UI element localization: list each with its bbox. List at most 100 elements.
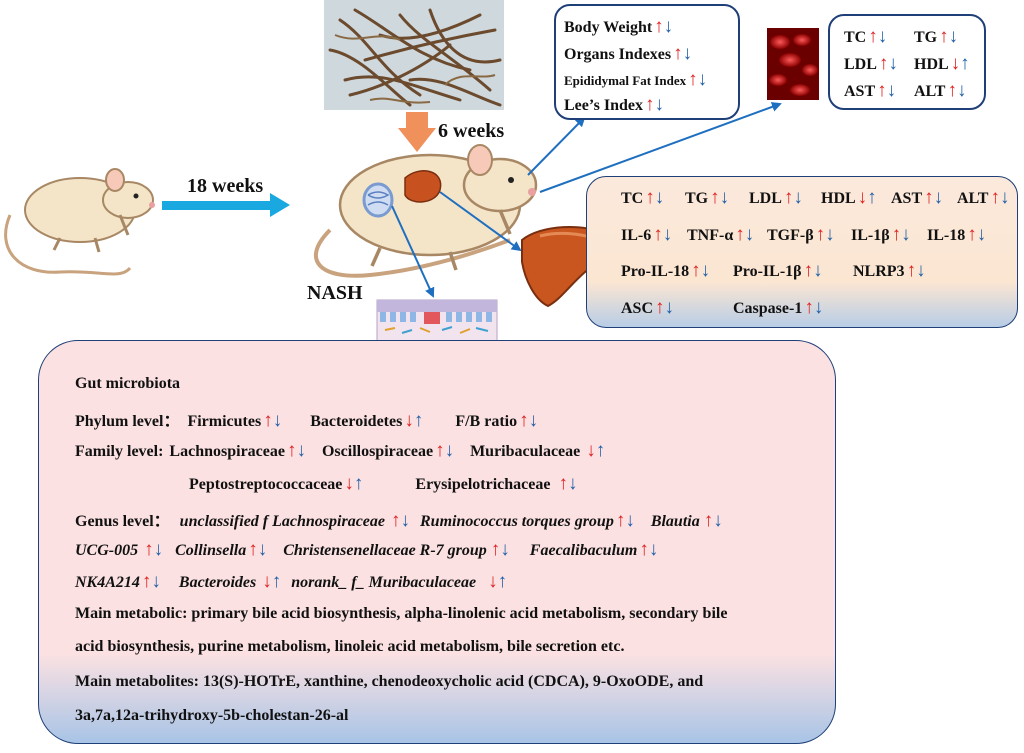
arrow-down-icon: ↓ (500, 539, 509, 560)
arrow-down-icon: ↓ (586, 440, 595, 461)
arrow-down-icon: ↓ (400, 510, 410, 531)
arrow-down-icon: ↓ (654, 94, 663, 115)
indicator-label: ALT (914, 83, 946, 100)
arrow-up-icon: ↑ (519, 410, 528, 431)
weeks6-label: 6 weeks (438, 120, 505, 142)
arrow-down-icon: ↓ (528, 410, 538, 431)
arrow-down-icon: ↓ (296, 440, 305, 461)
arrow-up-icon: ↑ (490, 539, 500, 560)
genus-row-1: Genus level： unclassified f Lachnospirac… (75, 507, 723, 532)
arrow-down-icon: ↓ (151, 571, 160, 592)
arrow-up-icon: ↑ (803, 260, 813, 281)
indicator-label: Lee’s Index (564, 97, 643, 114)
arrow-up-icon: ↑ (353, 473, 363, 494)
arrow-up-icon: ↑ (644, 94, 654, 115)
indicator-label: AST (844, 83, 876, 100)
arrow-down-icon: ↓ (567, 473, 577, 494)
arrow-up-icon: ↑ (868, 26, 877, 47)
family-row-2: Peptostreptococcaceae↓↑ Erysipelotrichac… (189, 473, 577, 495)
arrow-up-icon: ↑ (906, 260, 916, 281)
arrow-down-icon: ↓ (444, 440, 454, 461)
arrow-down-icon: ↓ (713, 510, 722, 531)
arrow-down-icon: ↓ (344, 473, 353, 494)
indicator-label: ALT (957, 190, 989, 207)
indicator-label: Lachnospiraceae (169, 443, 285, 460)
arrow-down-icon: ↓ (404, 410, 413, 431)
indicator-label: F/B ratio (455, 413, 518, 430)
arrow-up-icon: ↑ (654, 16, 663, 37)
arrow-up-icon: ↑ (703, 510, 713, 531)
arrow-up-icon: ↑ (558, 473, 567, 494)
nash-mouse-icon (314, 144, 538, 278)
indicator-label: Christensenellaceae R-7 group (283, 542, 487, 559)
arrow-up-icon: ↑ (960, 53, 969, 74)
arrow-up-icon: ↑ (867, 187, 876, 208)
herb-arrow (398, 112, 436, 152)
indicator-label: UCG-005 (75, 542, 139, 559)
genus-row-3: NK4A214↑↓ Bacteroides↓↑ norank_ f_ Murib… (75, 571, 507, 593)
arrow-down-icon: ↓ (272, 410, 282, 431)
indicator-label: Peptostreptococcaceae (189, 476, 343, 493)
arrow-up-icon: ↑ (735, 224, 744, 245)
indicator-label: Epididymal Fat Index (564, 73, 687, 88)
main-metabolites-line-1: Main metabolites: 13(S)-HOTrE, xanthine,… (75, 673, 704, 690)
mouse-icon (4, 168, 155, 276)
indicator-label: Bacteroides (178, 574, 257, 591)
indicator-label: Body Weight (564, 19, 653, 36)
arrow-up-icon: ↑ (141, 571, 151, 592)
indicator-label: IL-18 (927, 227, 966, 244)
arrow-up-icon: ↑ (877, 80, 886, 101)
indicator-label: Organs Indexes (564, 46, 672, 63)
indicator-label: Ruminococcus torques group (420, 513, 614, 530)
arrow-up-icon: ↑ (990, 187, 999, 208)
marker-item: IL-1β↑↓ (851, 224, 911, 246)
indicator-label: TGF-β (767, 227, 814, 244)
marker-item: TNF-α↑↓ (687, 224, 754, 246)
arrow-up-icon: ↑ (804, 297, 813, 318)
indicator-label: NK4A214 (75, 574, 140, 591)
arrow-up-icon: ↑ (967, 224, 976, 245)
marker-item: TC↑↓ (621, 187, 664, 209)
indicator-label: Muribaculaceae (470, 443, 581, 460)
arrow-down-icon: ↓ (813, 297, 823, 318)
arrow-up-icon: ↑ (878, 53, 888, 74)
arrow-up-icon: ↑ (653, 224, 662, 245)
marker-item: Pro-IL-18↑↓ (621, 260, 710, 282)
arrow-down-icon: ↓ (697, 69, 707, 90)
arrow-down-icon: ↓ (813, 260, 822, 281)
marker-item: HDL↓↑ (821, 187, 877, 209)
arrow-up-icon: ↑ (924, 187, 933, 208)
marker-item: IL-6↑↓ (621, 224, 672, 246)
arrow-up-icon: ↑ (413, 410, 423, 431)
body-item: Organs Indexes↑↓ (564, 43, 692, 65)
phylum-row: Phylum level： Firmicutes↑↓ Bacteroidetes… (75, 407, 538, 432)
arrow-down-icon: ↓ (488, 571, 497, 592)
arrow-up-icon: ↑ (891, 224, 901, 245)
body-item: Epididymal Fat Index↑↓ (564, 69, 707, 91)
arrow-down-icon: ↓ (654, 187, 664, 208)
indicator-label: TC (621, 190, 644, 207)
indicator-label: IL-1β (851, 227, 890, 244)
arrow-down-icon: ↓ (663, 16, 673, 37)
weeks18-label: 18 weeks (187, 175, 264, 197)
indicator-label: LDL (844, 56, 877, 73)
indicator-label: AST (891, 190, 923, 207)
indicator-label: Genus level： (75, 513, 170, 530)
serum-item: TG↑↓ (914, 26, 958, 48)
blood-cells-icon (767, 28, 819, 100)
marker-item: ALT↑↓ (957, 187, 1009, 209)
indicator-label: LDL (749, 190, 782, 207)
indicator-label: Faecalibaculum (529, 542, 638, 559)
arrow-down-icon: ↓ (999, 187, 1009, 208)
arrow-down-icon: ↓ (956, 80, 966, 101)
indicator-label: Family level: (75, 443, 164, 460)
arrow-down-icon: ↓ (153, 539, 163, 560)
body-item: Body Weight↑↓ (564, 16, 673, 38)
indicator-label: Pro-IL-1β (733, 263, 802, 280)
serum-box: TC↑↓ TG↑↓ LDL↑↓ HDL↓↑ AST↑↓ ALT↑↓ (828, 14, 986, 110)
arrow-down-icon: ↓ (262, 571, 271, 592)
time-arrow (162, 193, 290, 217)
marker-item: Caspase-1↑↓ (733, 297, 823, 319)
indicator-label: ASC (621, 300, 654, 317)
marker-item: IL-18↑↓ (927, 224, 986, 246)
